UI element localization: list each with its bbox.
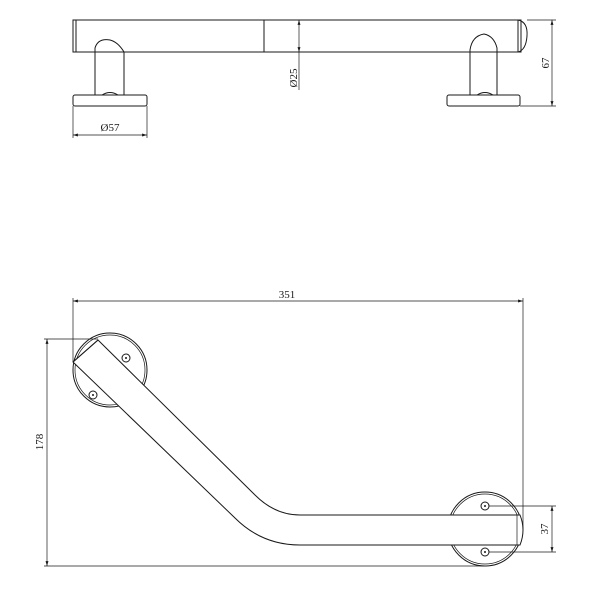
right-post [446, 33, 521, 107]
dim-tube-diameter-label: Ø25 [288, 68, 300, 87]
left-post [72, 39, 148, 107]
dimension-height: 67 [520, 19, 556, 107]
dimension-screw-spacing: 37 [489, 505, 556, 553]
screw-icon [480, 501, 490, 511]
screws [88, 353, 490, 557]
dim-base-diameter-label: Ø57 [101, 122, 120, 134]
dim-plan-height-label: 178 [34, 433, 46, 450]
dimension-plan-height: 178 [34, 338, 485, 567]
left-rosette [72, 332, 148, 408]
screw-icon [88, 390, 98, 400]
screw-icon [121, 353, 131, 363]
angled-bar [72, 339, 524, 546]
dim-height-label: 67 [540, 57, 552, 69]
dimension-tube-diameter: Ø25 [264, 19, 302, 90]
plan-view: 351 178 37 [34, 289, 556, 567]
dimension-base-diameter: Ø57 [72, 106, 148, 138]
dim-width-label: 351 [279, 289, 296, 301]
screw-icon [480, 547, 490, 557]
side-view: Ø25 67 Ø57 [72, 19, 556, 138]
grab-bar-tube [72, 19, 528, 53]
dimension-width: 351 [72, 289, 524, 530]
dim-screw-spacing-label: 37 [539, 523, 551, 535]
